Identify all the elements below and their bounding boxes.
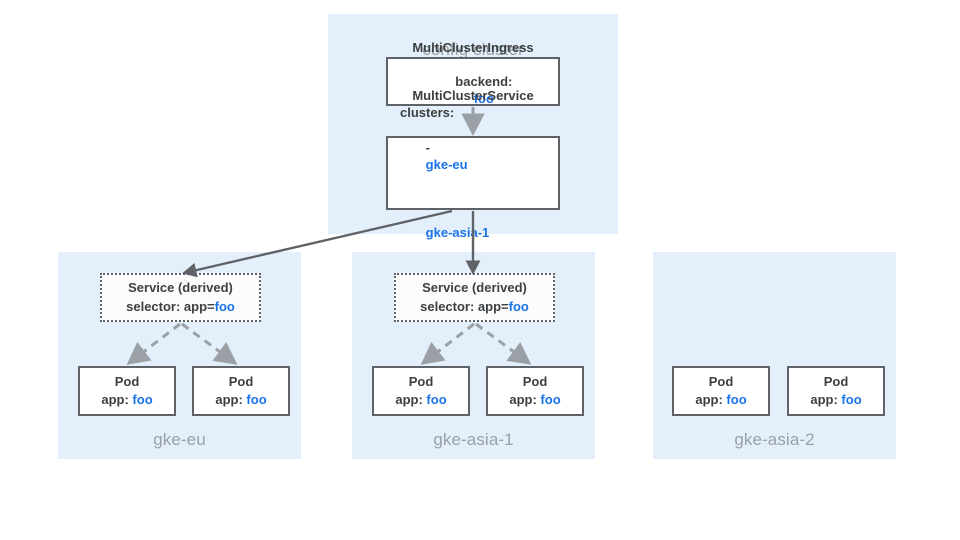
mcs-cluster-item-0: - gke-eu <box>388 122 558 191</box>
service-title-gke-asia-1: Service (derived) <box>422 280 527 296</box>
mcs-title: MultiClusterService <box>412 88 534 104</box>
cluster-label-gke-asia-1: gke-asia-1 <box>433 430 514 449</box>
pod-app-label: app: <box>215 392 243 407</box>
cluster-label-gke-eu: gke-eu <box>153 430 206 449</box>
service-selector-gke-asia-1: selector: app=foo <box>420 298 529 316</box>
pod-app-value: foo <box>426 392 447 407</box>
pod-app-row: app: foo <box>101 391 152 409</box>
mci-backend-label: backend: <box>455 73 513 89</box>
mcs-item-1-dash: - <box>425 208 431 224</box>
service-selector-value-gke-asia-1: foo <box>508 298 529 314</box>
pod-title: Pod <box>823 373 849 389</box>
pod-app-row: app: foo <box>810 391 861 409</box>
pod-app-value: foo <box>246 392 267 407</box>
pod-app-value: foo <box>540 392 561 407</box>
pod-box[interactable]: Pod app: foo <box>787 366 885 416</box>
pod-app-row: app: foo <box>395 391 446 409</box>
pod-app-value: foo <box>726 392 747 407</box>
pod-app-label: app: <box>695 392 723 407</box>
service-title-gke-eu: Service (derived) <box>128 280 233 296</box>
service-selector-gke-eu: selector: app=foo <box>126 298 235 316</box>
pod-box[interactable]: Pod app: foo <box>672 366 770 416</box>
cluster-group-gke-asia-2: gke-asia-2 <box>653 252 896 459</box>
pod-box[interactable]: Pod app: foo <box>372 366 470 416</box>
pod-title: Pod <box>228 373 254 389</box>
mcs-item-0-dash: - <box>425 139 431 155</box>
mcs-item-0-value: gke-eu <box>425 156 468 172</box>
service-selector-label-gke-eu: selector: app= <box>126 298 215 314</box>
service-derived-gke-asia-1[interactable]: Service (derived) selector: app=foo <box>394 273 555 322</box>
pod-box[interactable]: Pod app: foo <box>192 366 290 416</box>
pod-app-value: foo <box>841 392 862 407</box>
pod-box[interactable]: Pod app: foo <box>78 366 176 416</box>
cluster-label-gke-asia-2: gke-asia-2 <box>734 430 815 449</box>
service-selector-label-gke-asia-1: selector: app= <box>420 298 509 314</box>
pod-title: Pod <box>708 373 734 389</box>
mcs-cluster-item-1: - gke-asia-1 <box>388 190 558 259</box>
pod-title: Pod <box>522 373 548 389</box>
pod-app-row: app: foo <box>509 391 560 409</box>
pod-app-row: app: foo <box>695 391 746 409</box>
pod-app-label: app: <box>395 392 423 407</box>
mcs-clusters-label: clusters: <box>400 105 455 121</box>
pod-app-value: foo <box>132 392 153 407</box>
pod-title: Pod <box>408 373 434 389</box>
mci-backend-row: backend: foo <box>388 56 558 125</box>
pod-title: Pod <box>114 373 140 389</box>
mcs-item-1-value: gke-asia-1 <box>425 225 490 241</box>
mci-title: MultiClusterIngress <box>412 39 534 55</box>
multiclusteringress-box[interactable]: MultiClusterIngress backend: foo <box>386 40 560 106</box>
service-derived-gke-eu[interactable]: Service (derived) selector: app=foo <box>100 273 261 322</box>
pod-box[interactable]: Pod app: foo <box>486 366 584 416</box>
config-cluster-title: config cluster <box>422 40 524 59</box>
pod-app-label: app: <box>810 392 838 407</box>
service-selector-value-gke-eu: foo <box>214 298 235 314</box>
mci-backend-value: foo <box>473 91 494 107</box>
pod-app-label: app: <box>101 392 129 407</box>
pod-app-row: app: foo <box>215 391 266 409</box>
multiclusterservice-box[interactable]: MultiClusterService clusters: - gke-eu -… <box>386 88 560 240</box>
pod-app-label: app: <box>509 392 537 407</box>
